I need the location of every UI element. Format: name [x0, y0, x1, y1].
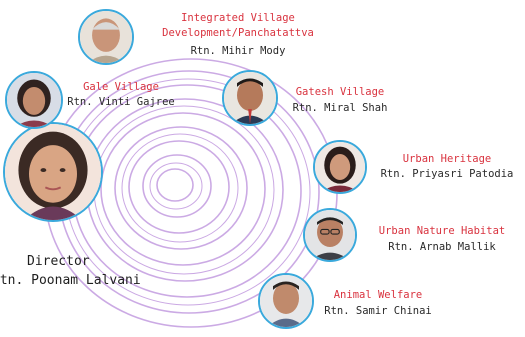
member-role: Integrated Village: [181, 12, 295, 24]
portrait-photo-icon: [80, 11, 132, 63]
member-avatar: [313, 140, 367, 194]
portrait-photo-icon: [315, 142, 365, 192]
director-name: Rtn. Poonam Lalvani: [0, 273, 141, 288]
member-name: Rtn. Mihir Mody: [190, 45, 286, 57]
portrait-photo-icon: [224, 72, 276, 124]
member-name: Rtn. Vinti Gajree: [67, 96, 175, 108]
portrait-photo-icon: [5, 124, 101, 220]
member-avatar: [78, 9, 134, 65]
member-name: Rtn. Priyasri Patodia: [380, 168, 514, 180]
member-avatar: [303, 208, 357, 262]
member-avatar: [5, 71, 63, 129]
member-role: Urban Nature Habitat: [378, 225, 506, 237]
member-role: Gale Village: [83, 81, 159, 93]
portrait-photo-icon: [260, 275, 312, 327]
director-role: Director: [27, 254, 90, 269]
member-avatar: [222, 70, 278, 126]
member-name: Rtn. Samir Chinai: [324, 305, 432, 317]
member-role: Animal Welfare: [333, 289, 423, 301]
member-role: Gatesh Village: [295, 86, 385, 98]
member-avatar: [258, 273, 314, 329]
member-role: Development/Panchatattva: [162, 27, 314, 39]
portrait-photo-icon: [305, 210, 355, 260]
director-avatar: [3, 122, 103, 222]
member-name: Rtn. Miral Shah: [292, 102, 388, 114]
portrait-photo-icon: [7, 73, 61, 127]
member-role: Urban Heritage: [402, 153, 492, 165]
member-name: Rtn. Arnab Mallik: [388, 241, 496, 253]
